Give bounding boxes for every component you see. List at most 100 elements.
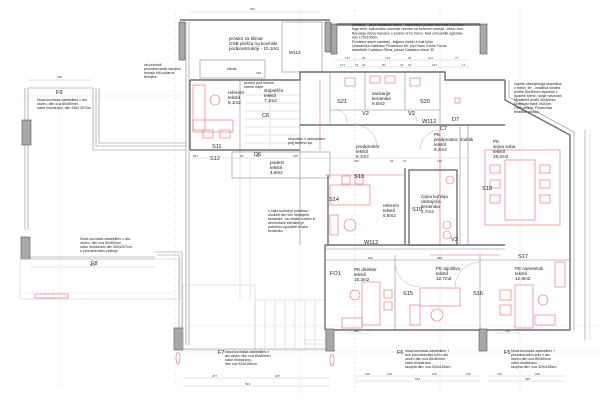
svg-text:F6: F6 [397, 350, 404, 356]
svg-text:S13: S13 [354, 174, 364, 180]
window-F5: F5 Nova kovinska zasteklitev +prezračeva… [504, 349, 557, 369]
lower-left-block [182, 150, 330, 351]
building-walls [189, 71, 591, 352]
svg-text:S21: S21 [337, 99, 347, 105]
svg-text:285: 285 [437, 256, 442, 260]
element-tags: S21 S20 V2 V2 W112 C7 S11 S12 C6 D6 S19 … [210, 99, 528, 297]
window-F9: F9 Nova kovinska zasteklitev v alu.okvir… [21, 87, 186, 230]
svg-text:F5: F5 [504, 350, 511, 356]
svg-text:50: 50 [256, 154, 260, 158]
svg-text:D6: D6 [254, 152, 261, 158]
dim-label: 186 [256, 71, 261, 75]
column [324, 21, 332, 53]
svg-text:Nova kovinska zasteklitev +dve: Nova kovinska zasteklitev +dve prezračev… [405, 349, 451, 369]
dim-label: 143 [428, 56, 433, 60]
svg-text:Nova kovinska zasteklitev +pre: Nova kovinska zasteklitev +prezračevalno… [511, 349, 557, 369]
window-label-F8: F8 [91, 261, 98, 267]
column [20, 236, 31, 260]
dim-label: 40 [400, 63, 404, 67]
svg-text:V2: V2 [408, 111, 415, 117]
stair [245, 88, 300, 150]
svg-text:325: 325 [525, 377, 530, 381]
svg-text:230: 230 [354, 159, 359, 163]
window-note-F8: Nova kovinska zasteklitev v alu.okviru, … [80, 237, 132, 253]
reference-lines [20, 10, 600, 395]
svg-text:533: 533 [245, 382, 250, 386]
svg-text:D7: D7 [452, 117, 459, 123]
window-note-F9: Nova kovinska zasteklitev v alu.okviru, … [37, 98, 91, 110]
dim-label: 170 [385, 56, 390, 60]
svg-text:207: 207 [193, 154, 198, 158]
svg-text:S12: S12 [210, 156, 220, 162]
svg-text:100: 100 [497, 372, 502, 376]
dim-label: 300 [250, 7, 255, 11]
dim-label: 15 [408, 63, 412, 67]
svg-text:S17: S17 [518, 254, 528, 260]
svg-text:V2: V2 [362, 111, 369, 117]
svg-text:27: 27 [403, 159, 407, 163]
svg-text:F7: F7 [218, 350, 225, 356]
svg-text:C6: C6 [262, 113, 269, 119]
svg-text:S19: S19 [412, 207, 422, 213]
svg-text:W112: W112 [422, 119, 436, 125]
window-F8: F8 Nova kovinska zasteklitev v alu.okvir… [19, 236, 184, 351]
svg-text:205: 205 [293, 154, 298, 158]
dim-label: 25 [408, 56, 412, 60]
top-dimensions: 300 137 25 170 25 143 77 147 15 40 80 40… [30, 7, 470, 268]
column [325, 328, 335, 352]
furniture [175, 75, 566, 367]
dim-label: 147 [340, 63, 345, 67]
dim-label: 15 [355, 63, 359, 67]
dim-label: 137 [345, 56, 350, 60]
window-label-F9: F9 [56, 90, 63, 96]
column [330, 23, 338, 55]
svg-text:100: 100 [365, 372, 370, 376]
dim-label: 25 [362, 56, 366, 60]
svg-text:W112: W112 [364, 240, 378, 246]
svg-text:166: 166 [387, 372, 392, 376]
svg-text:S14: S14 [329, 197, 339, 203]
svg-text:S16: S16 [473, 291, 483, 297]
column [178, 21, 186, 61]
column [479, 23, 488, 55]
svg-text:90: 90 [240, 154, 244, 158]
dim-label: 227 [432, 63, 437, 67]
room-label-klimat: klimat [227, 67, 236, 71]
doors [334, 109, 481, 288]
svg-text:S20: S20 [420, 99, 430, 105]
svg-text:120: 120 [437, 159, 442, 163]
svg-text:V3: V3 [451, 237, 458, 243]
svg-text:C7: C7 [440, 126, 447, 132]
svg-text:140: 140 [505, 329, 510, 333]
column [478, 328, 488, 352]
svg-text:267: 267 [275, 374, 280, 378]
roof-edge [178, 19, 488, 345]
dim-label: 502 [90, 263, 95, 267]
svg-text:166: 166 [432, 372, 437, 376]
dim-label: 77 [455, 56, 459, 60]
column [21, 119, 32, 146]
svg-text:225: 225 [535, 372, 540, 376]
dim-label: 256 [57, 75, 62, 79]
dim-label: 80 [382, 63, 386, 67]
svg-text:267: 267 [212, 374, 217, 378]
svg-text:64: 64 [390, 159, 394, 163]
column [173, 327, 184, 351]
